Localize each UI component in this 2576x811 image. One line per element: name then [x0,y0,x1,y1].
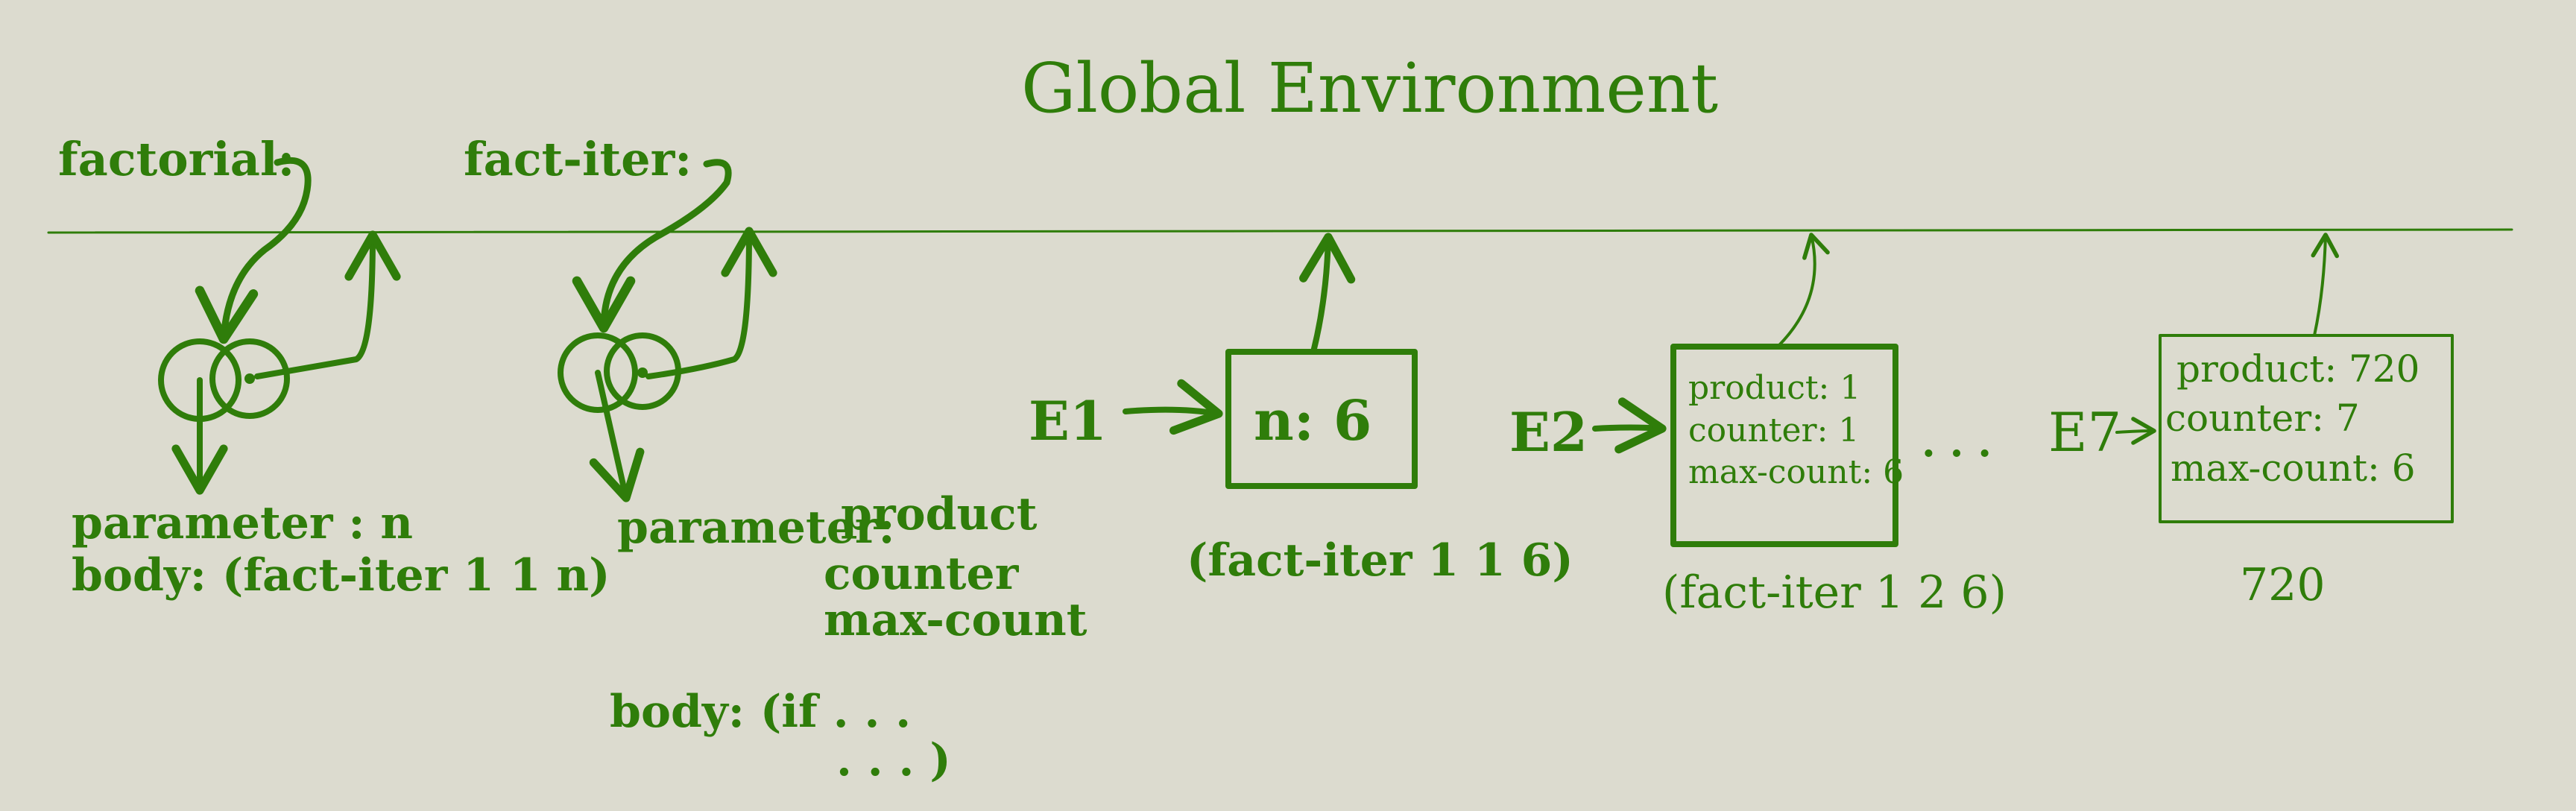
env-e2-binding-1: product: 1 [1688,369,1860,407]
diagram-title: Global Environment [1021,48,1718,128]
env-e2-binding-3: max-count: 6 [1688,453,1904,491]
factorial-body-text: body: (fact-iter 1 1 n) [72,549,610,602]
env-e2-label: E2 [1509,400,1588,464]
env-e1-call: (fact-iter 1 1 6) [1187,534,1573,587]
binding-fact-iter-label: fact-iter: [464,132,692,186]
env-e2-binding-2: counter: 1 [1688,411,1859,449]
env-e7-binding-1: product: 720 [2176,347,2420,391]
env-e1-enclosing-arrow [1299,233,1356,355]
fact-iter-parameter-label: parameter: [617,502,895,554]
fact-iter-code-pointer-arrow [589,370,645,502]
env-e7-binding-3: max-count: 6 [2171,446,2416,490]
env-e7-pointer-arrow [2115,417,2156,445]
env-e2-enclosing-arrow [1776,233,1830,348]
fact-iter-body-line-1: body: (if . . . [610,686,911,738]
env-e7-enclosing-arrow [2311,233,2340,337]
fact-iter-parameter-3: max-count [824,594,1087,646]
fact-iter-pointer-arrow [572,159,732,333]
factorial-procedure-circle-right [209,338,290,419]
fact-iter-body-line-2: . . . ) [836,734,951,786]
global-frame-line [47,228,2513,234]
env-e7-label: E7 [2048,401,2121,464]
env-e2-pointer-arrow [1592,397,1667,454]
fact-iter-procedure-circle-left [558,332,638,413]
env-e2-frame [1670,344,1898,547]
env-e1-label: E1 [1029,389,1107,452]
env-e7-result: 720 [2240,559,2326,611]
binding-factorial-label: factorial: [58,132,294,186]
factorial-pointer-arrow [195,157,312,344]
env-e7-frame [2159,334,2454,523]
env-e1-binding-1: n: 6 [1254,389,1371,453]
fact-iter-parameter-2: counter [824,548,1020,600]
env-e7-binding-2: counter: 7 [2165,397,2360,440]
factorial-parameter-text: parameter : n [72,497,413,549]
env-e1-frame [1225,349,1418,489]
env-e1-pointer-arrow [1123,379,1223,435]
env-ellipsis: . . . [1922,418,1992,466]
fact-iter-parameter-1: product [841,488,1038,540]
factorial-env-dot [244,373,255,384]
fact-iter-env-dot [637,367,648,378]
factorial-env-pointer-arrow [254,230,401,379]
fact-iter-env-pointer-arrow [645,227,777,379]
env-e2-call: (fact-iter 1 2 6) [1662,567,2007,619]
